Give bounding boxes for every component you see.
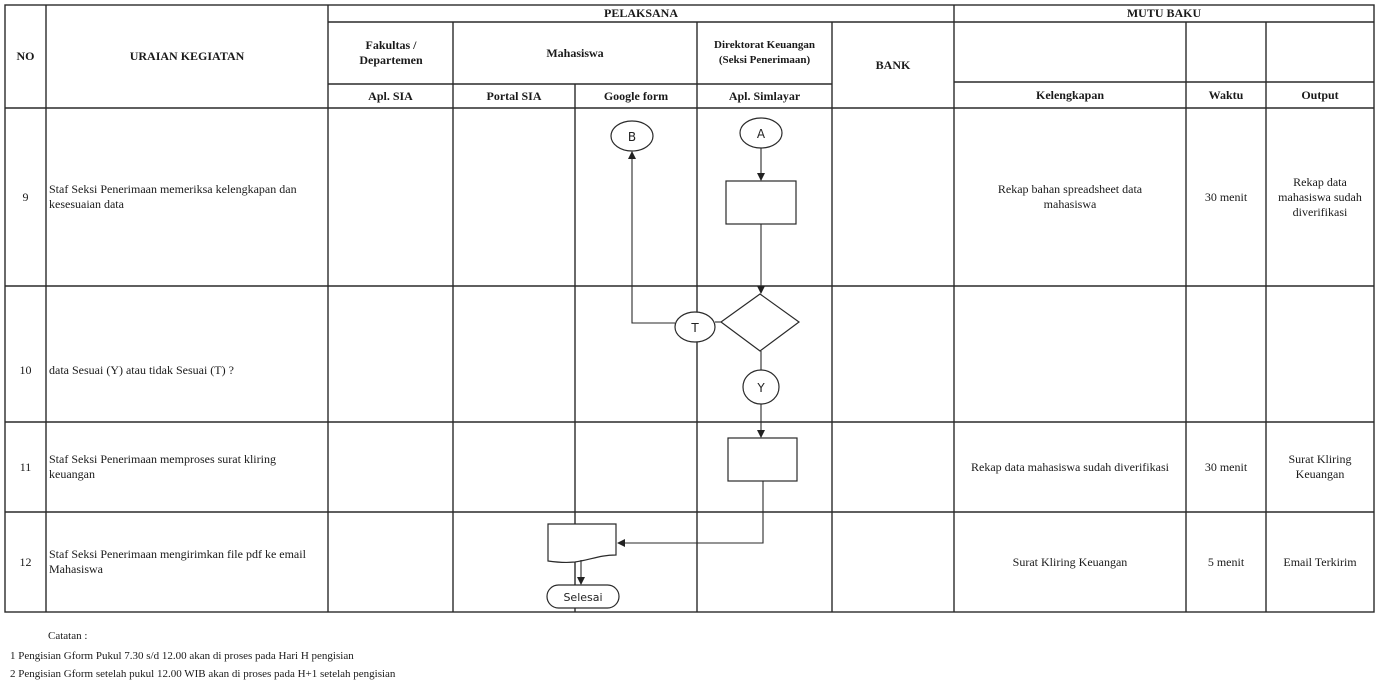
row-12-output: Email Terkirim <box>1283 554 1357 569</box>
row-11-kelengkapan: Rekap data mahasiswa sudah diverifikasi <box>971 459 1169 474</box>
process-check-data <box>725 180 797 225</box>
header-no: NO <box>16 49 35 63</box>
note-item: 2 Pengisian Gform setelah pukul 12.00 WI… <box>10 668 396 680</box>
notes-title: Catatan : <box>48 630 88 642</box>
row-11-uraian: Staf Seksi Penerimaan memproses surat kl… <box>49 452 276 481</box>
row-9-no: 9 <box>22 189 29 204</box>
row-12-no: 12 <box>19 554 32 569</box>
row-12-kelengkapan: Surat Kliring Keuangan <box>1012 554 1128 569</box>
connector-b-label: B <box>628 130 636 144</box>
document-pdf <box>547 523 617 564</box>
actor-bank: BANK <box>875 57 911 72</box>
row-10-no: 10 <box>19 363 32 377</box>
row-9-waktu: 30 menit <box>1204 189 1248 204</box>
header-pelaksana: PELAKSANA <box>603 6 678 20</box>
mutu-kelengkapan: Kelengkapan <box>1035 87 1104 102</box>
connector-y-label: Y <box>756 381 765 395</box>
mutu-waktu: Waktu <box>1208 87 1244 102</box>
actor-fakultas: Fakultas / Departemen <box>359 38 423 67</box>
row-10-uraian: data Sesuai (Y) atau tidak Sesuai (T) ? <box>49 363 234 377</box>
app-apl-sia: Apl. SIA <box>368 88 413 103</box>
mutu-output: Output <box>1301 87 1339 102</box>
note-item: 1 Pengisian Gform Pukul 7.30 s/d 12.00 a… <box>10 650 354 662</box>
row-9-output: Rekap data mahasiswa sudah diverifikasi <box>1278 174 1362 219</box>
actor-direktorat-keuangan: Direktorat Keuangan (Seksi Penerimaan) <box>714 39 815 66</box>
decision-diamond <box>719 293 801 352</box>
header-mutu-baku: MUTU BAKU <box>1126 6 1202 20</box>
row-11-no: 11 <box>19 459 32 474</box>
row-12-waktu: 5 menit <box>1207 554 1245 569</box>
row-11-waktu: 30 menit <box>1204 459 1248 474</box>
connector-t <box>674 311 716 343</box>
terminator-selesai <box>546 584 620 609</box>
header-uraian-kegiatan: URAIAN KEGIATAN <box>129 49 245 63</box>
row-11-output: Surat Kliring Keuangan <box>1288 452 1352 481</box>
terminator-label: Selesai <box>563 591 602 604</box>
row-12-uraian: Staf Seksi Penerimaan mengirimkan file p… <box>49 547 306 576</box>
connector-a-label: A <box>757 127 766 141</box>
actor-mahasiswa: Mahasiswa <box>546 45 604 60</box>
row-9-kelengkapan: Rekap bahan spreadsheet data mahasiswa <box>997 182 1143 211</box>
app-apl-simlayar: Apl. Simlayar <box>728 88 801 103</box>
app-google-form: Google form <box>603 88 669 103</box>
process-kliring <box>727 437 798 482</box>
app-portal-sia: Portal SIA <box>486 88 542 103</box>
row-9-uraian: Staf Seksi Penerimaan memeriksa kelengka… <box>49 182 297 211</box>
connector-t-label: T <box>690 321 699 335</box>
